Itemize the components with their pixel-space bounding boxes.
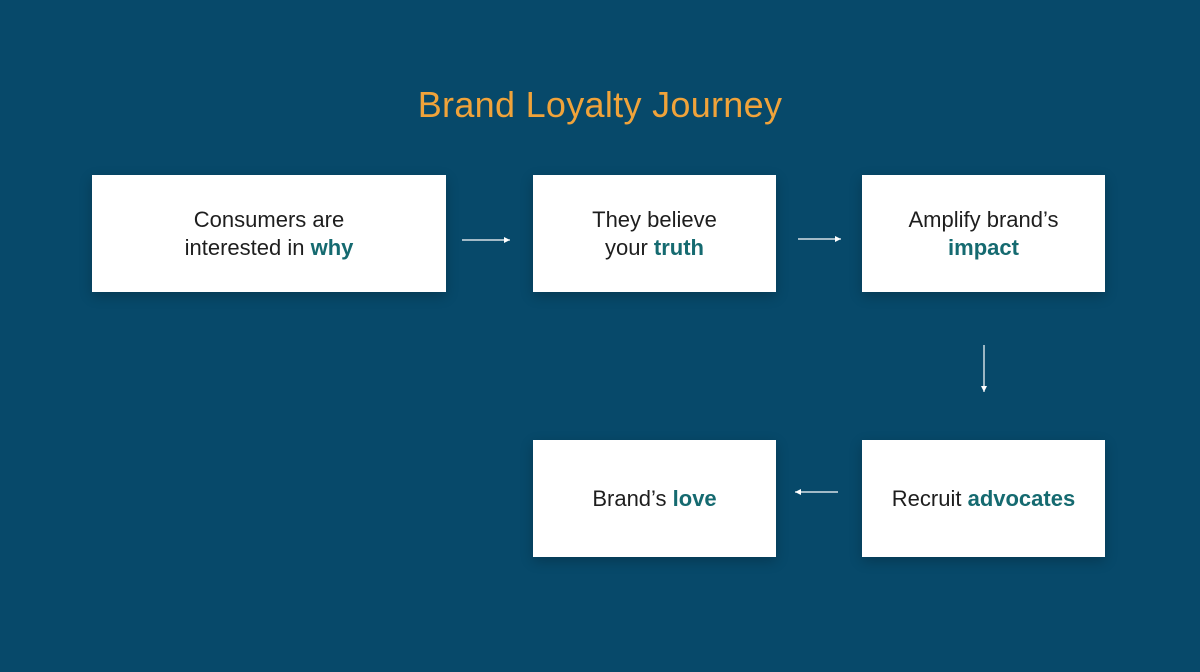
step-text: Amplify brand’s impact — [862, 206, 1105, 262]
step-box-recruit-advocates: Recruit advocates — [862, 440, 1105, 557]
step-box-brands-love: Brand’s love — [533, 440, 776, 557]
step-box-amplify-impact: Amplify brand’s impact — [862, 175, 1105, 292]
step-lead-text: Consumers are interested in — [184, 206, 345, 260]
step-lead-text: Amplify brand’s — [908, 206, 1059, 232]
step-text: Brand’s love — [533, 485, 776, 513]
step-lead-text: They believe your — [592, 206, 717, 260]
diagram-title: Brand Loyalty Journey — [417, 84, 783, 125]
step-emphasis-text: impact — [948, 234, 1019, 260]
step-box-believe-truth: They believe your truth — [533, 175, 776, 292]
step-lead-text: Brand’s — [592, 485, 673, 511]
step-emphasis-text: truth — [653, 234, 704, 260]
step-box-interested-in-why: Consumers are interested in why — [92, 175, 446, 292]
step-text: They believe your truth — [533, 206, 776, 262]
step-emphasis-text: why — [310, 234, 354, 260]
step-text: Recruit advocates — [862, 485, 1105, 513]
step-text: Consumers are interested in why — [92, 206, 446, 262]
step-emphasis-text: love — [672, 485, 717, 511]
step-emphasis-text: advocates — [967, 485, 1076, 511]
step-lead-text: Recruit — [891, 485, 968, 511]
